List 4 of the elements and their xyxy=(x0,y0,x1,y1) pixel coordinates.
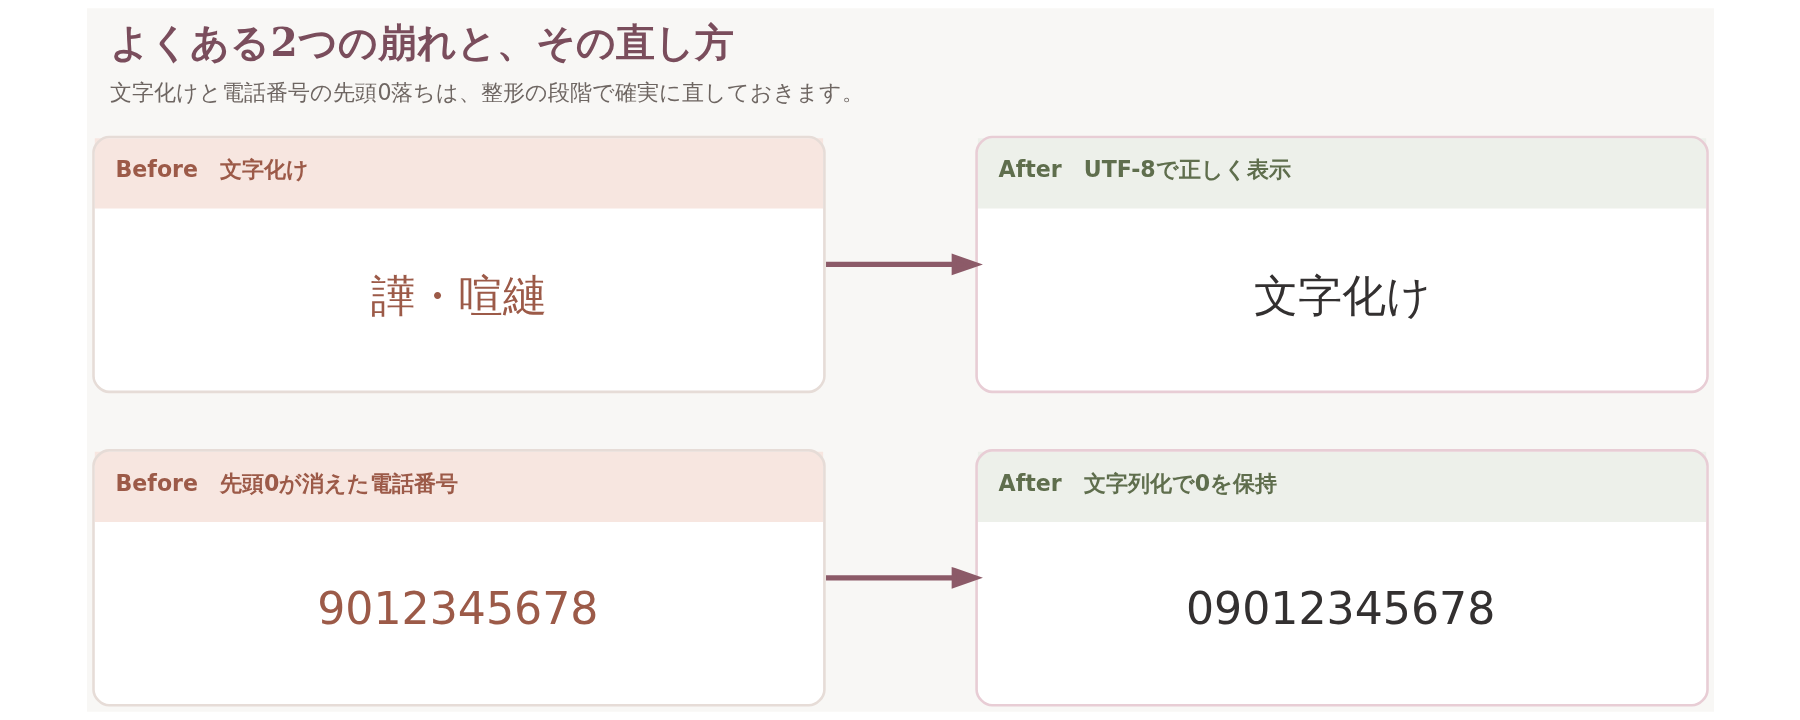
arrow xyxy=(825,253,983,276)
caption: 文字化けと電話番号の先頭0落ちは、整形の段階で確実に直しておきます。 xyxy=(109,79,864,106)
arrow xyxy=(825,566,983,589)
diagram-title: よくある2つの崩れと、その直し方 xyxy=(109,19,734,66)
